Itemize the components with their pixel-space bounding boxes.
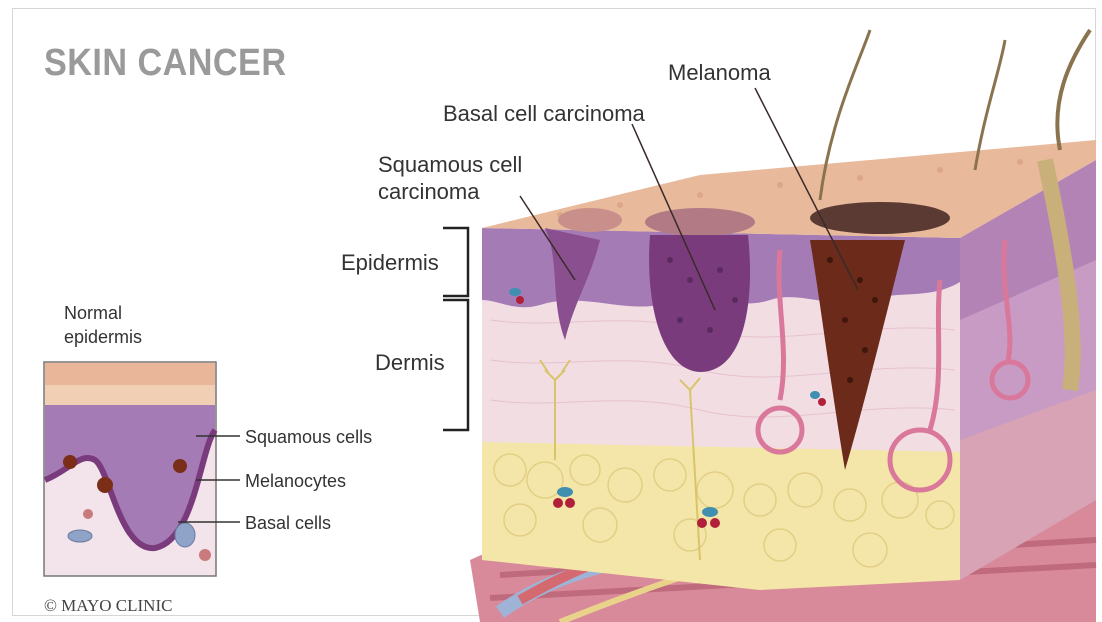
label-dermis: Dermis [375,350,445,376]
normal-epidermis-inset [44,362,216,576]
label-basal-cell-carcinoma: Basal cell carcinoma [443,101,645,127]
melanoma-lesion-surface [810,202,950,234]
layer-brackets [443,228,468,430]
label-squamous-cell-carcinoma-line2: carcinoma [378,179,479,205]
label-epidermis: Epidermis [341,250,439,276]
label-normal-line2: epidermis [64,326,142,348]
basal-lesion-surface [645,208,755,236]
copyright-notice: © MAYO CLINIC [44,596,172,616]
epidermis-bracket [443,228,468,296]
hair [1057,30,1090,150]
label-squamous-cells: Squamous cells [245,426,372,448]
dermis-bracket [443,300,468,430]
label-melanocytes: Melanocytes [245,470,346,492]
label-basal-cells: Basal cells [245,512,331,534]
label-melanoma: Melanoma [668,60,771,86]
squamous-lesion-surface [558,208,622,232]
label-normal-line1: Normal [64,302,122,324]
label-squamous-cell-carcinoma-line1: Squamous cell [378,152,522,178]
